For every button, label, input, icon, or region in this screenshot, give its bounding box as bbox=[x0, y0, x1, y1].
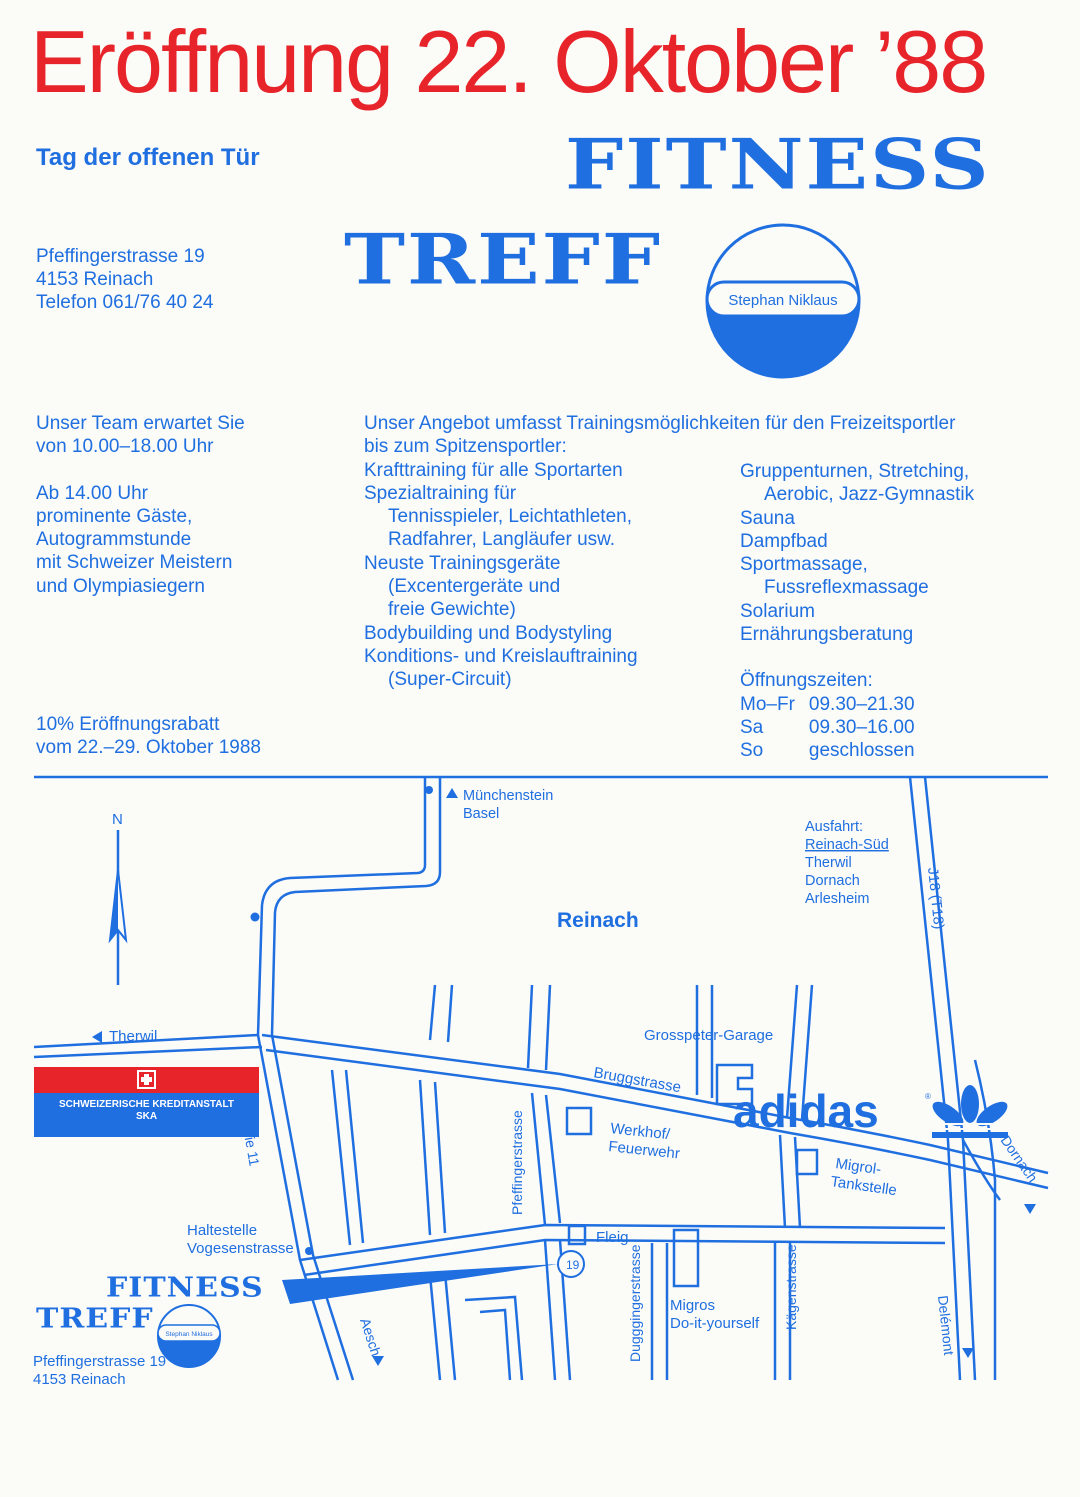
map-exit-label: Ausfahrt: bbox=[805, 819, 863, 835]
offer-right-item: Sauna bbox=[740, 507, 795, 529]
map-exit-town-1: Therwil bbox=[805, 855, 852, 871]
offer-right-item: Dampfbad bbox=[740, 530, 828, 552]
logo-fitness: FITNESS bbox=[565, 124, 991, 206]
address-phone: Telefon 061/76 40 24 bbox=[36, 292, 214, 313]
address-street: Pfeffingerstrasse 19 bbox=[36, 246, 205, 267]
map-pfeffingerstrasse: Pfeffingerstrasse bbox=[509, 1110, 525, 1215]
logo-circle-icon: Stephan Niklaus bbox=[705, 223, 861, 379]
hours-row: Sa 09.30–16.00 bbox=[740, 716, 929, 739]
map-migros-2: Do-it-yourself bbox=[670, 1315, 760, 1332]
discount-block: 10% Eröffnungsrabatt vom 22.–29. Oktober… bbox=[36, 713, 261, 760]
offer-right-item: Solarium bbox=[740, 600, 815, 622]
hours-day: Sa bbox=[740, 716, 764, 738]
offer-intro-2: bis zum Spitzensportler: bbox=[364, 436, 567, 458]
map-werkhof-2: Feuerwehr bbox=[608, 1138, 681, 1162]
team-line-1: Unser Team erwartet Sie bbox=[36, 413, 245, 434]
opening-title: Eröffnung 22. Oktober ’88 bbox=[30, 12, 988, 111]
guests-line-4: mit Schweizer Meistern bbox=[36, 552, 233, 574]
offer-left-item: (Super-Circuit) bbox=[388, 669, 512, 691]
map-migros-1: Migros bbox=[670, 1297, 715, 1314]
offer-left-item: Tennisspieler, Leichtathleten, bbox=[388, 506, 632, 528]
map-house-number: 19 bbox=[566, 1258, 580, 1272]
offer-right-item: Ernährungsberatung bbox=[740, 624, 914, 646]
offer-intro-1: Unser Angebot umfasst Trainingsmöglichke… bbox=[364, 413, 956, 434]
small-logo-owner: Stephan Niklaus bbox=[165, 1331, 213, 1338]
open-day-heading: Tag der offenen Tür bbox=[36, 144, 260, 171]
small-logo-circle-icon: Stephan Niklaus bbox=[157, 1304, 221, 1368]
offer-left-item: Bodybuilding und Bodystyling bbox=[364, 622, 613, 644]
team-line-2: von 10.00–18.00 Uhr bbox=[36, 436, 214, 458]
offer-right-item: Gruppenturnen, Stretching, bbox=[740, 461, 970, 482]
offer-left-item: Spezialtraining für bbox=[364, 482, 517, 504]
offer-left-item: Radfahrer, Langläufer usw. bbox=[388, 529, 616, 551]
town-label: Reinach bbox=[557, 909, 639, 932]
ska-cross-icon bbox=[137, 1070, 156, 1089]
map-migrol-1: Migrol- bbox=[834, 1155, 882, 1178]
map-garage: Grosspeter-Garage bbox=[644, 1027, 773, 1044]
hours-row: So geschlossen bbox=[740, 739, 929, 762]
map-highway: J18 (T18) bbox=[924, 867, 946, 930]
map-therwil: Therwil bbox=[109, 1028, 157, 1045]
map-haltestelle-1: Haltestelle bbox=[187, 1222, 257, 1239]
map-dugginger: Dugggingerstrasse bbox=[627, 1244, 643, 1362]
map-muenchenstein: Münchenstein bbox=[463, 788, 553, 804]
logo-owner: Stephan Niklaus bbox=[728, 292, 837, 309]
small-logo-fitness: FITNESS bbox=[106, 1272, 264, 1304]
address-block: Pfeffingerstrasse 19 4153 Reinach Telefo… bbox=[36, 245, 214, 314]
hours-time: 09.30–16.00 bbox=[808, 716, 915, 738]
bank-name: SCHWEIZERISCHE KREDITANSTALT bbox=[59, 1099, 234, 1110]
hours-time: 09.30–21.30 bbox=[808, 693, 915, 715]
small-logo-city: 4153 Reinach bbox=[33, 1371, 126, 1388]
guests-line-5: und Olympiasiegern bbox=[36, 575, 205, 597]
hours-day: So bbox=[740, 740, 764, 762]
adidas-registered: ® bbox=[925, 1092, 931, 1101]
logo-treff: TREFF bbox=[344, 219, 663, 301]
offer-left-item: freie Gewichte) bbox=[388, 599, 516, 621]
offer-left-item: Neuste Trainingsgeräte bbox=[364, 552, 561, 574]
hours-table: Mo–Fr 09.30–21.30 Sa 09.30–16.00 So geschlo… bbox=[740, 693, 929, 763]
offer-column-right: Gruppenturnen, Stretching,Aerobic, Jazz-… bbox=[740, 460, 974, 763]
map-aesch: Aesch bbox=[357, 1316, 384, 1358]
map-kaegen: Kägenstrasse bbox=[783, 1244, 799, 1330]
offer-left-item: Konditions- und Kreislauftraining bbox=[364, 645, 638, 667]
discount-line-1: 10% Eröffnungsrabatt bbox=[36, 714, 220, 735]
hours-time: geschlossen bbox=[808, 740, 915, 762]
map-delemont: Delémont bbox=[935, 1295, 957, 1356]
offer-right-item: Sportmassage, bbox=[740, 554, 868, 576]
offer-column: Unser Angebot umfasst Trainingsmöglichke… bbox=[364, 412, 955, 692]
north-label: N bbox=[112, 811, 123, 828]
hours-day: Mo–Fr bbox=[740, 693, 795, 715]
map-exit-name: Reinach-Süd bbox=[805, 837, 889, 853]
map-fleig: Fleig bbox=[596, 1229, 629, 1246]
small-logo-treff: TREFF bbox=[36, 1303, 154, 1335]
bank-logo: SCHWEIZERISCHE KREDITANSTALT SKA bbox=[34, 1067, 259, 1137]
offer-left-item: (Excentergeräte und bbox=[388, 576, 561, 598]
offer-right-item: Fussreflexmassage bbox=[764, 577, 929, 599]
discount-line-2: vom 22.–29. Oktober 1988 bbox=[36, 737, 261, 759]
address-city: 4153 Reinach bbox=[36, 269, 154, 290]
map-exit-town-3: Arlesheim bbox=[805, 891, 869, 907]
map-bruggstrasse: Bruggstrasse bbox=[592, 1064, 682, 1096]
map-migrol-2: Tankstelle bbox=[829, 1173, 897, 1199]
adidas-trefoil-icon bbox=[932, 1085, 1008, 1138]
map-werkhof-1: Werkhof/ bbox=[610, 1120, 672, 1143]
adidas-wordmark: adidas bbox=[733, 1085, 879, 1137]
guests-line-3: Autogrammstunde bbox=[36, 529, 192, 551]
offer-right-item: Aerobic, Jazz-Gymnastik bbox=[764, 484, 975, 506]
guests-line-2: prominente Gäste, bbox=[36, 505, 193, 527]
bank-abbrev: SKA bbox=[135, 1111, 158, 1122]
small-logo-address: Pfeffingerstrasse 19 4153 Reinach bbox=[33, 1353, 166, 1389]
left-column: Unser Team erwartet Sie von 10.00–18.00 … bbox=[36, 412, 245, 598]
offer-list-right: Gruppenturnen, Stretching,Aerobic, Jazz-… bbox=[740, 460, 974, 646]
map-haltestelle-2: Vogesenstrasse bbox=[187, 1240, 294, 1257]
map-basel: Basel bbox=[463, 806, 499, 822]
hours-title: Öffnungszeiten: bbox=[740, 670, 873, 692]
offer-left-item: Krafttraining für alle Sportarten bbox=[364, 459, 623, 481]
hours-row: Mo–Fr 09.30–21.30 bbox=[740, 693, 929, 716]
small-logo-street: Pfeffingerstrasse 19 bbox=[33, 1353, 167, 1370]
guests-line-1: Ab 14.00 Uhr bbox=[36, 482, 148, 504]
map-exit-town-2: Dornach bbox=[805, 873, 860, 889]
